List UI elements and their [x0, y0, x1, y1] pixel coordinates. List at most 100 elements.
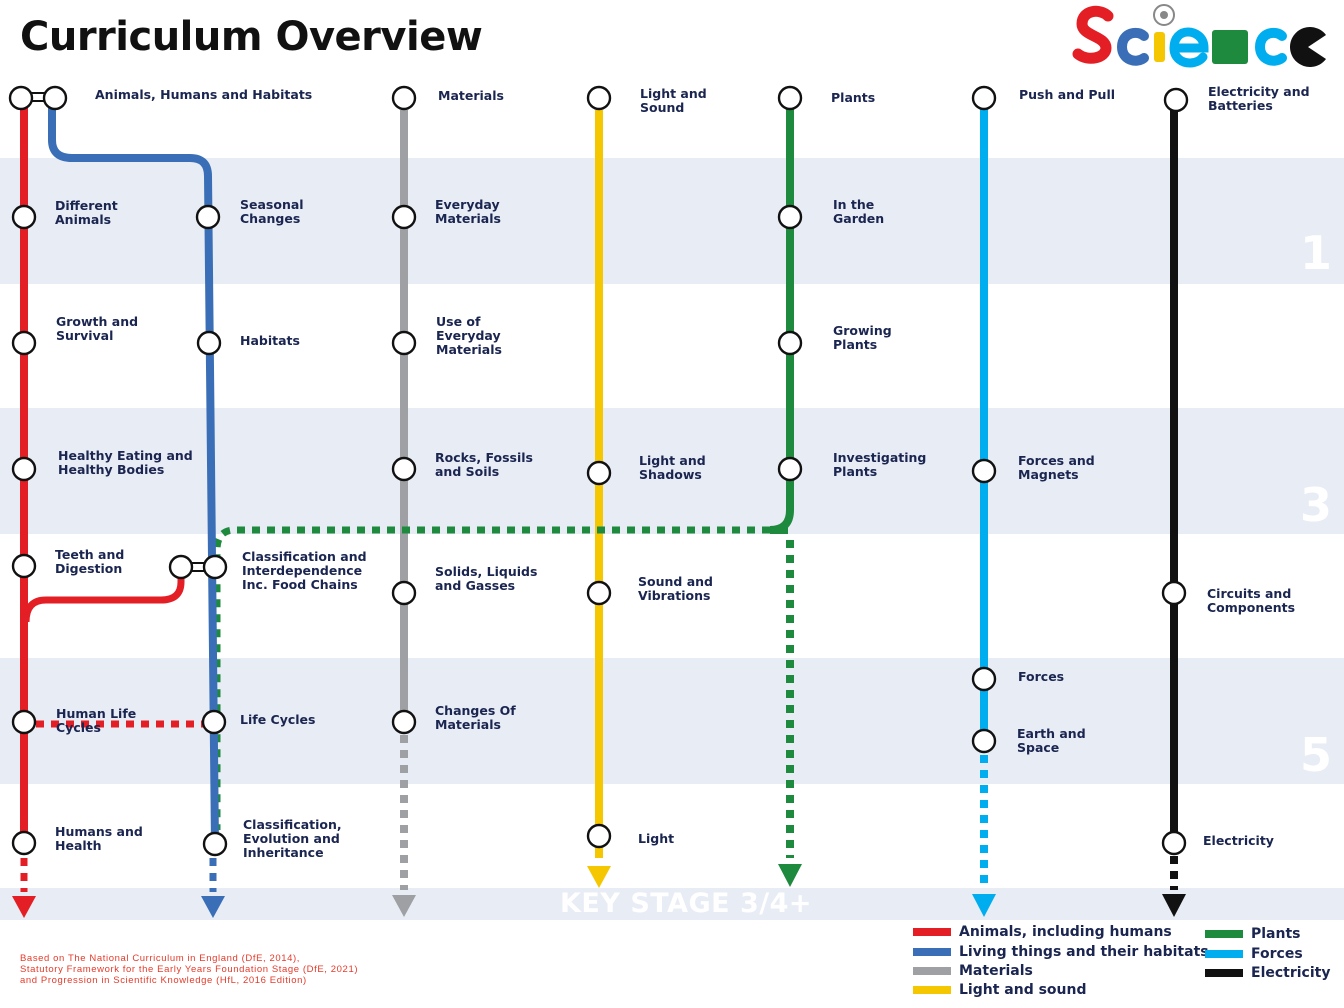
- station-node: [42, 85, 68, 111]
- key-stage-band: [0, 888, 1344, 920]
- key-stage-label: KEY STAGE 3/4+: [560, 888, 813, 919]
- station-node: [1161, 830, 1187, 856]
- station-label: Classification and Interdependence Inc. …: [242, 549, 367, 592]
- station-node: [971, 85, 997, 111]
- station-node: [202, 831, 228, 857]
- light-sound-arrow: [587, 866, 611, 888]
- station-label: Plants: [831, 90, 876, 105]
- station-label: Forces and Magnets: [1018, 453, 1095, 482]
- station-label: Use of Everyday Materials: [436, 314, 502, 357]
- year-label-2: 2: [1299, 360, 1332, 414]
- station-node: [777, 85, 803, 111]
- station-node: [11, 709, 37, 735]
- year-label-5: 5: [1299, 728, 1332, 782]
- legend-label: Electricity: [1251, 965, 1331, 981]
- station-node: [391, 85, 417, 111]
- page-title: Curriculum Overview: [20, 14, 483, 60]
- station-node: [777, 204, 803, 230]
- station-label: Habitats: [240, 333, 300, 348]
- station-label: Earth and Space: [1017, 726, 1086, 755]
- legend-label: Living things and their habitats: [959, 944, 1209, 960]
- forces-arrow: [972, 894, 996, 917]
- station-label: Investigating Plants: [833, 450, 927, 479]
- legend-swatch: [1205, 969, 1243, 977]
- station-node: [8, 85, 34, 111]
- station-label: Changes Of Materials: [435, 703, 516, 732]
- station-node: [11, 330, 37, 356]
- station-node: [586, 460, 612, 486]
- science-logo-graphic: [1072, 4, 1326, 68]
- station-label: Light and Sound: [640, 86, 707, 115]
- station-node: [195, 204, 221, 230]
- station-label: Teeth and Digestion: [55, 547, 125, 576]
- year-band-3: [0, 408, 1344, 534]
- animals-arrow: [12, 896, 36, 918]
- station-node: [586, 85, 612, 111]
- station-node: [201, 709, 227, 735]
- station-label: Seasonal Changes: [240, 197, 304, 226]
- plants-arrow: [778, 864, 802, 887]
- station-node: [11, 204, 37, 230]
- legend-label: Forces: [1251, 946, 1303, 962]
- legend-swatch: [913, 986, 951, 994]
- station-label: Humans and Health: [55, 824, 143, 853]
- station-node: [777, 456, 803, 482]
- station-label: Light and Shadows: [639, 453, 706, 482]
- legend-label: Plants: [1251, 926, 1301, 942]
- science-logo: Science: [1070, 2, 1330, 72]
- station-label: In the Garden: [833, 197, 885, 226]
- station-node: [11, 456, 37, 482]
- station-label: Circuits and Components: [1207, 586, 1296, 615]
- station-label: Human Life Cycles: [56, 706, 137, 735]
- station-node: [391, 330, 417, 356]
- year-label-4: 4: [1299, 608, 1332, 662]
- station-node: [391, 204, 417, 230]
- station-node: [971, 666, 997, 692]
- station-node: [391, 456, 417, 482]
- station-label: Everyday Materials: [435, 197, 501, 226]
- source-footnote: Based on The National Curriculum in Engl…: [20, 953, 359, 986]
- station-node: [1161, 580, 1187, 606]
- station-label: Electricity: [1203, 833, 1274, 848]
- station-label: Sound and Vibrations: [638, 574, 713, 603]
- station-node: [1163, 87, 1189, 113]
- station-label: Growing Plants: [833, 323, 892, 352]
- station-label: Electricity and Batteries: [1208, 84, 1310, 113]
- electricity-arrow: [1162, 894, 1186, 917]
- year-label-6: 6: [1299, 838, 1332, 892]
- station-node: [202, 554, 228, 580]
- legend-swatch: [913, 967, 951, 975]
- station-node: [586, 580, 612, 606]
- station-label: Forces: [1018, 669, 1065, 684]
- animals-branch: [22, 567, 185, 623]
- legend-swatch: [913, 948, 951, 956]
- station-label: Different Animals: [55, 198, 118, 227]
- station-label: Light: [638, 831, 675, 846]
- station-label: Materials: [438, 88, 504, 103]
- station-node: [586, 823, 612, 849]
- legend-swatch: [1205, 950, 1243, 958]
- station-node: [196, 330, 222, 356]
- station-node: [391, 580, 417, 606]
- plants-line: [769, 108, 794, 534]
- station-label: Rocks, Fossils and Soils: [435, 450, 533, 479]
- station-node: [777, 330, 803, 356]
- habitats-line: [48, 108, 219, 846]
- station-node: [11, 830, 37, 856]
- station-node: [168, 554, 194, 580]
- station-label: Solids, Liquids and Gasses: [435, 564, 538, 593]
- station-label: Life Cycles: [240, 712, 316, 727]
- year-label-r: R: [1296, 110, 1332, 164]
- station-label: Healthy Eating and Healthy Bodies: [58, 448, 193, 477]
- year-label-3: 3: [1299, 478, 1332, 532]
- legend-swatch: [1205, 930, 1243, 938]
- legend-label: Materials: [959, 963, 1033, 979]
- station-label: Animals, Humans and Habitats: [95, 87, 313, 102]
- materials-arrow: [392, 895, 416, 917]
- station-node: [971, 458, 997, 484]
- habitats-arrow: [201, 896, 225, 918]
- year-band-1: [0, 158, 1344, 284]
- year-label-1: 1: [1299, 226, 1332, 280]
